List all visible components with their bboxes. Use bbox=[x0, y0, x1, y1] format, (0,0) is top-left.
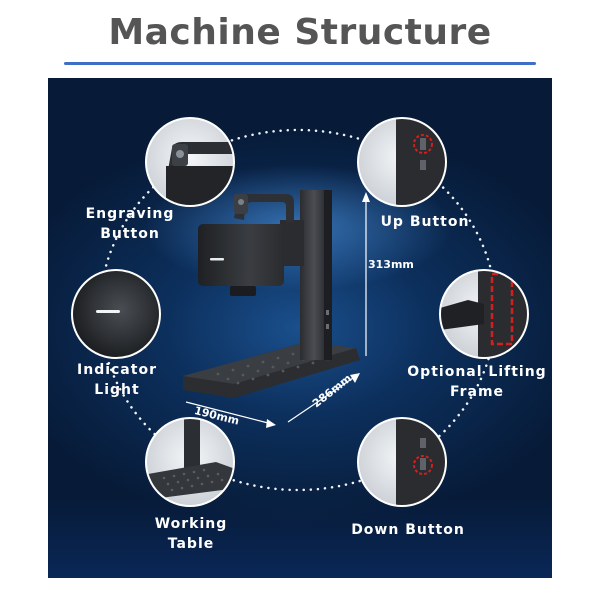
label-engraving-button-line2: Button bbox=[100, 226, 160, 242]
machine-column bbox=[300, 190, 328, 360]
label-indicator-light-line2: Light bbox=[94, 382, 140, 398]
zoom-working-table bbox=[146, 418, 234, 506]
label-down-button: Down Button bbox=[351, 522, 465, 538]
panel-bottom-glow bbox=[48, 498, 552, 578]
zoom-up-button bbox=[358, 118, 446, 206]
dimension-lines bbox=[185, 192, 370, 428]
product-diagram-panel: Engraving Button Up Button Indicator Lig… bbox=[48, 78, 552, 578]
label-working-table: Working Table bbox=[126, 514, 256, 554]
laser-lens bbox=[230, 286, 256, 296]
label-engraving-button-line1: Engraving bbox=[85, 206, 175, 222]
laser-head bbox=[198, 224, 284, 286]
label-optional-lifting-frame: Optional Lifting Frame bbox=[402, 362, 552, 402]
label-working-table-line2: Table bbox=[167, 536, 215, 552]
label-indicator-light: Indicator Light bbox=[52, 360, 182, 400]
title-underline bbox=[64, 62, 536, 65]
label-up-button: Up Button bbox=[380, 214, 470, 230]
dimension-height: 313mm bbox=[368, 258, 414, 271]
label-working-table-line1: Working bbox=[154, 516, 228, 532]
page-title: Machine Structure bbox=[108, 12, 492, 53]
zoom-indicator-light bbox=[72, 270, 160, 358]
label-optional-lifting-frame-line1: Optional Lifting bbox=[407, 364, 547, 380]
label-optional-lifting-frame-line2: Frame bbox=[449, 384, 505, 400]
diagram-overlay bbox=[71, 117, 529, 507]
machine-handle bbox=[234, 194, 294, 222]
label-indicator-light-line1: Indicator bbox=[77, 362, 157, 378]
label-engraving-button: Engraving Button bbox=[62, 204, 198, 244]
zoom-engraving-button bbox=[146, 118, 234, 206]
